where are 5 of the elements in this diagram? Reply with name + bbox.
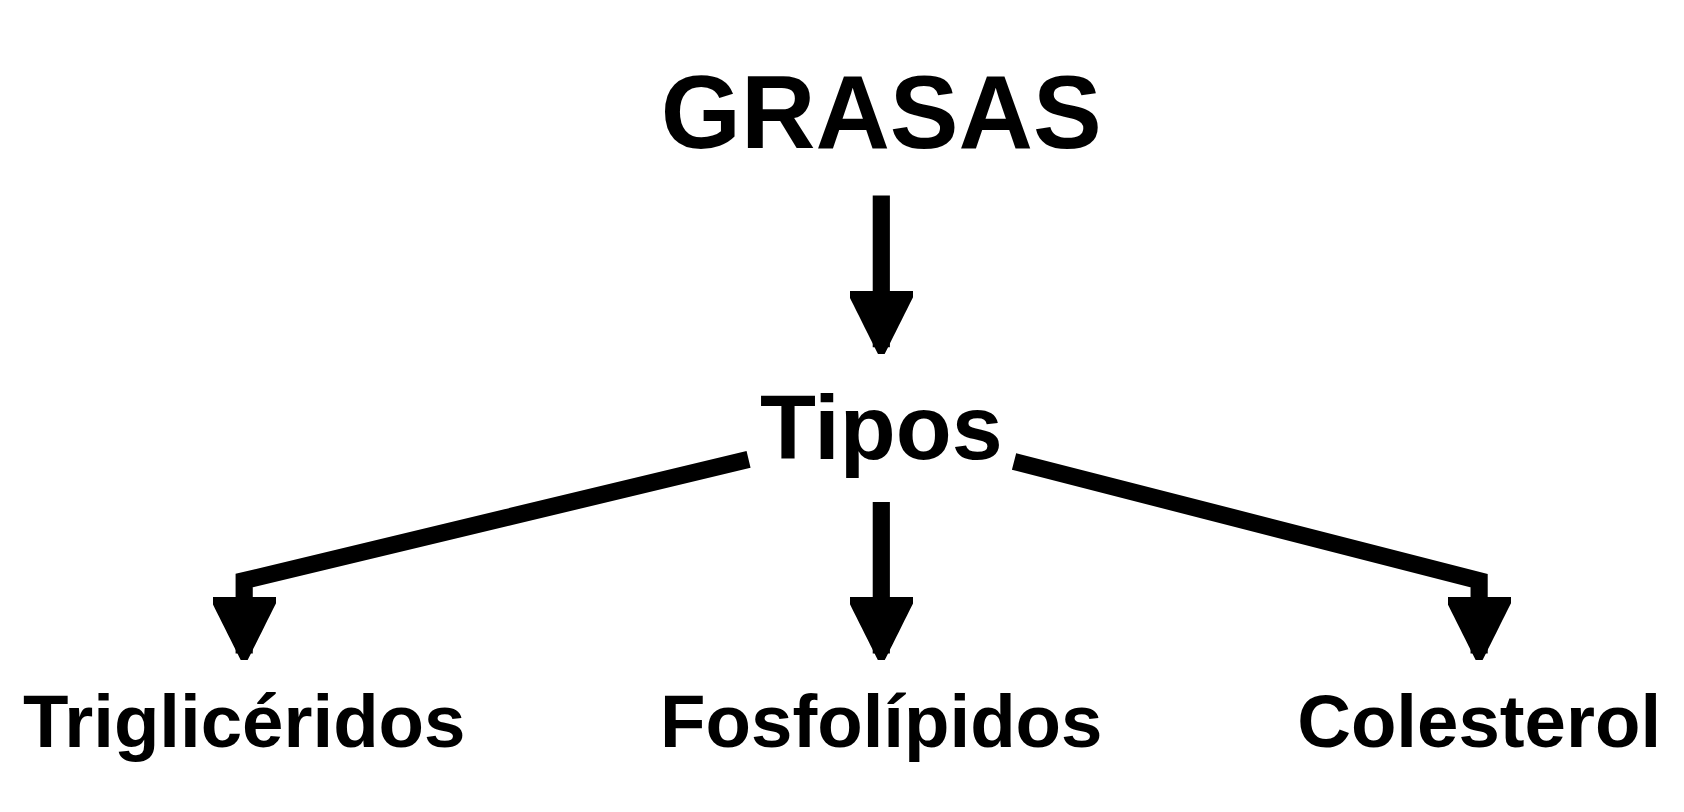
node-text: Triglicéridos [22,679,466,763]
node-text: Colesterol [1297,679,1662,763]
node-text: Tipos [760,375,1003,479]
node-text: GRASAS [660,55,1102,170]
node-text: Fosfolípidos [660,679,1103,763]
